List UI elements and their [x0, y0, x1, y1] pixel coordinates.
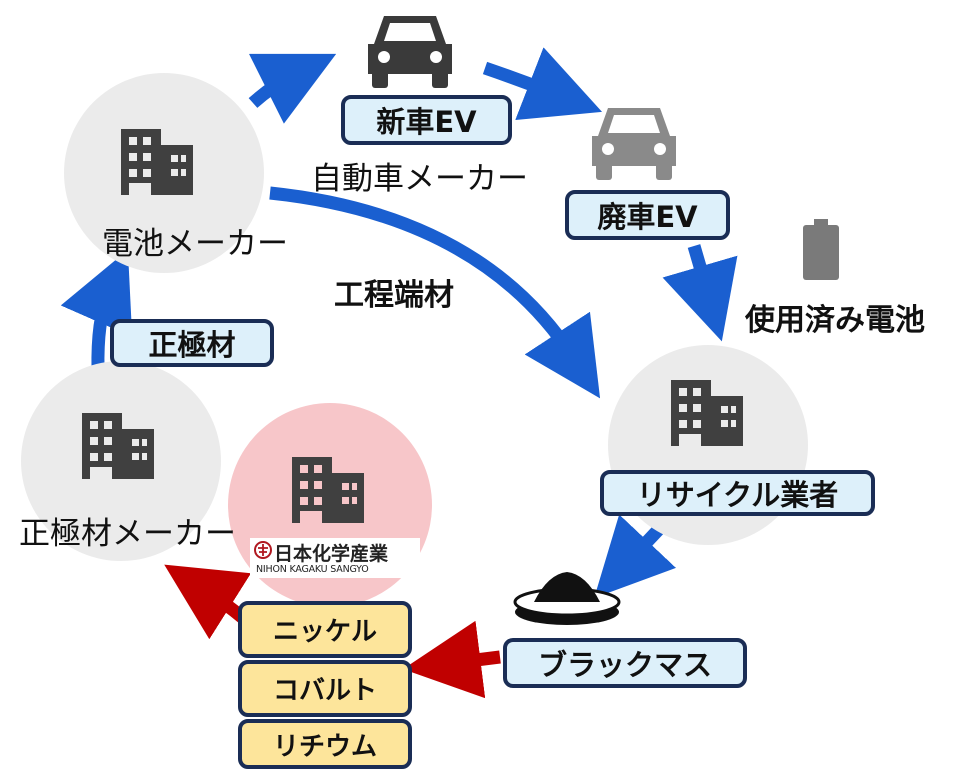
car-icon: [592, 108, 676, 180]
factory-building-icon: [82, 413, 154, 479]
metal-cobalt: コバルト: [238, 660, 412, 717]
arrow-cathode-to-battery: [60, 249, 133, 371]
used-battery-label: 使用済み電池: [745, 303, 925, 338]
cathode-material-tag: 正極材: [110, 319, 274, 367]
factory-building-icon: [671, 380, 743, 446]
arrow-scrap-to-recycler: [662, 244, 738, 342]
metal-lithium: リチウム: [238, 719, 412, 769]
arrow-blackmass-to-metals: [402, 620, 501, 699]
process-scrap-label: 工程端材: [334, 278, 454, 313]
logo-name-jp: 日本化学産業: [274, 543, 389, 565]
arrow-car-to-scrap: [482, 47, 603, 120]
new-ev-tag: 新車EV: [341, 95, 512, 145]
nihon-kagaku-sangyo-logo: 日本化学産業 NIHON KAGAKU SANGYO: [250, 538, 420, 578]
factory-building-icon: [292, 457, 364, 523]
factory-building-icon: [121, 129, 193, 195]
black-mass-dish-icon: [513, 572, 621, 625]
recycler-tag: リサイクル業者: [600, 470, 875, 516]
logo-name-en: NIHON KAGAKU SANGYO: [256, 564, 369, 575]
scrap-ev-tag: 廃車EV: [565, 190, 730, 240]
black-mass-tag: ブラックマス: [503, 638, 747, 688]
arrow-process-scrap: [269, 186, 601, 399]
arrow-battery-to-car: [248, 53, 337, 124]
arrow-recycler-to-blackmass: [594, 514, 677, 598]
metal-nickel: ニッケル: [238, 601, 412, 658]
cathode-maker-label: 正極材メーカー: [19, 516, 236, 552]
car-icon: [368, 16, 452, 88]
battery-icon: [803, 219, 839, 280]
car-maker-label: 自動車メーカー: [311, 161, 528, 197]
company-emblem-icon: [254, 541, 272, 559]
battery-maker-label: 電池メーカー: [102, 226, 288, 262]
